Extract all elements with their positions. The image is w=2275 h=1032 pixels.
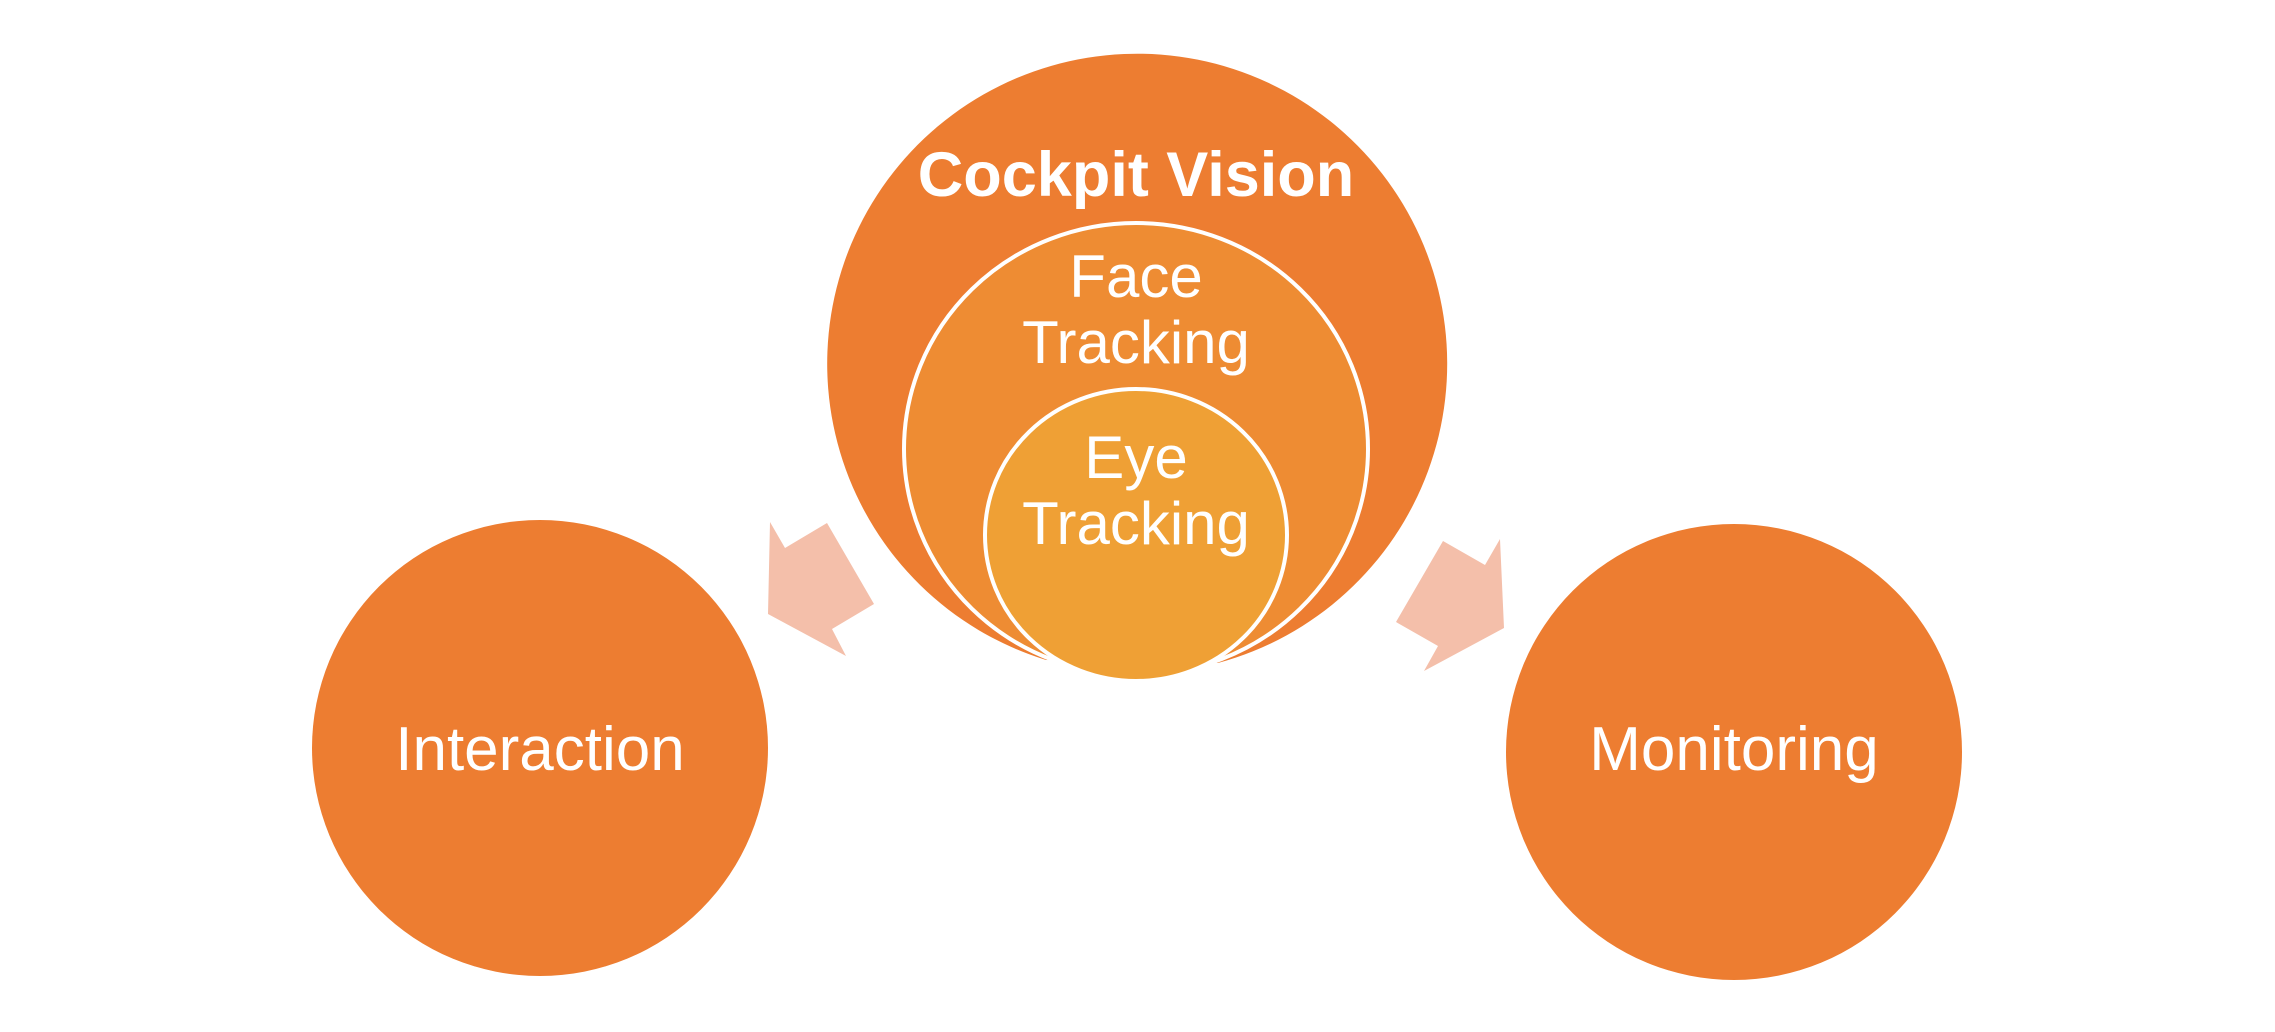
cockpit-vision-title: Cockpit Vision [918, 140, 1354, 210]
eye-tracking-label-line2: Tracking [1022, 490, 1250, 557]
interaction-circle[interactable] [312, 520, 768, 976]
eye-tracking-label-line1: Eye [1084, 424, 1187, 491]
face-tracking-label-line1: Face [1069, 243, 1202, 310]
monitoring-circle[interactable] [1506, 524, 1962, 980]
interaction-label: Interaction [395, 715, 685, 784]
arrow-to-interaction-icon [768, 522, 874, 656]
monitoring-label: Monitoring [1589, 715, 1878, 784]
eye-tracking-circle[interactable] [983, 387, 1289, 683]
face-tracking-label-line2: Tracking [1022, 309, 1250, 376]
arrow-to-monitoring-icon [1396, 539, 1504, 671]
